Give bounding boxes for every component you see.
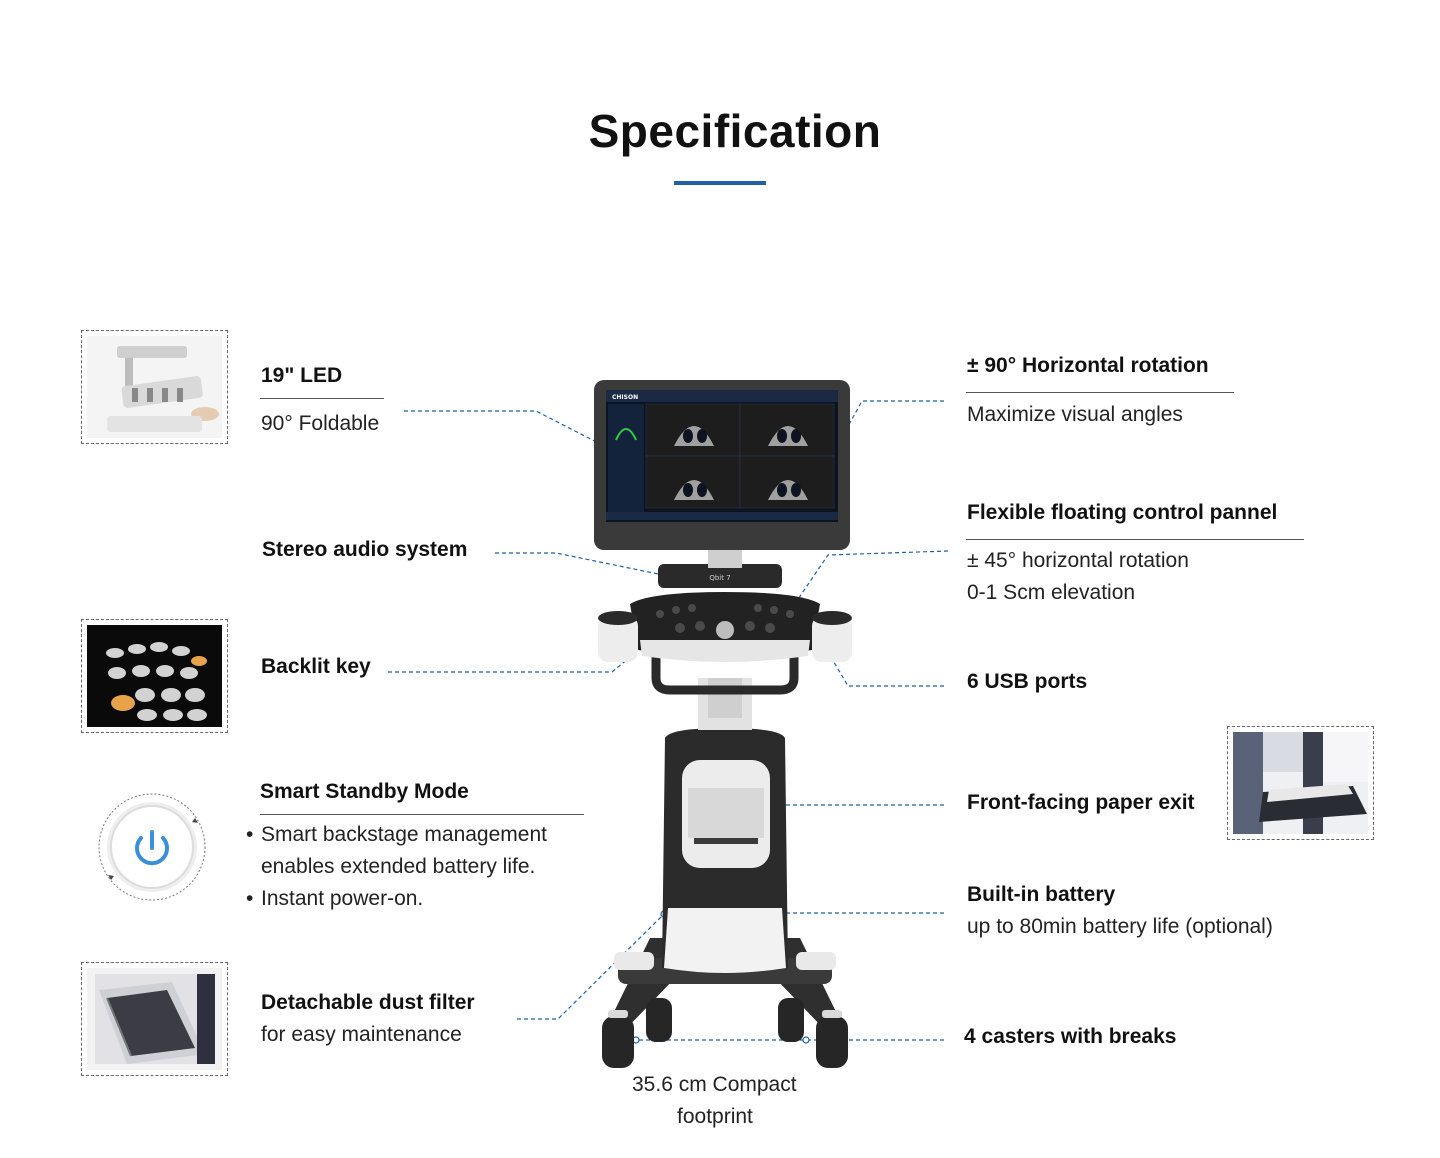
page-title: Specification [588, 105, 882, 157]
standby-bullet1-line1: Smart backstage management [261, 823, 547, 846]
paper-exit-photo [1227, 726, 1374, 840]
paper-heading: Front-facing paper exit [967, 791, 1195, 814]
power-icon [97, 792, 207, 902]
standby-divider [260, 814, 584, 815]
footprint-line2: footprint [677, 1105, 753, 1128]
standby-heading: Smart Standby Mode [260, 780, 469, 803]
panel-description-2: 0-1 Scm elevation [967, 581, 1136, 604]
led-heading: 19" LED [261, 364, 343, 387]
ultrasound-cart-illustration: Qbit 7 CHISON [594, 380, 852, 1068]
device-model-text: Qbit 7 [709, 574, 730, 582]
footprint-line1: 35.6 cm Compact [632, 1073, 797, 1096]
standby-bullet2: Instant power-on. [261, 887, 424, 910]
usb-heading: 6 USB ports [967, 670, 1088, 693]
panel-description-1: ± 45° horizontal rotation [967, 549, 1189, 572]
audio-heading: Stereo audio system [262, 538, 468, 561]
battery-heading: Built-in battery [967, 883, 1116, 906]
battery-description: up to 80min battery life (optional) [967, 915, 1273, 938]
dust-description: for easy maintenance [261, 1023, 462, 1046]
standby-bullet-mark-2: • [246, 887, 254, 910]
casters-heading: 4 casters with breaks [964, 1025, 1177, 1048]
dust-heading: Detachable dust filter [261, 991, 475, 1014]
panel-divider [966, 539, 1304, 540]
rotation-divider [966, 392, 1234, 393]
led-description: 90° Foldable [261, 412, 380, 435]
backlit-heading: Backlit key [261, 655, 371, 678]
led-divider [260, 398, 384, 399]
rotation-heading: ± 90° Horizontal rotation [967, 354, 1209, 377]
standby-bullet1-line2: enables extended battery life. [261, 855, 536, 878]
foldable-monitor-photo [81, 330, 228, 444]
panel-heading: Flexible floating control pannel [967, 501, 1278, 524]
rotation-description: Maximize visual angles [967, 403, 1183, 426]
backlit-keys-photo [81, 619, 228, 733]
device-brand-text: CHISON [612, 394, 638, 401]
title-underline [674, 181, 766, 185]
standby-bullet-mark: • [246, 823, 254, 846]
dust-filter-photo [81, 962, 228, 1076]
